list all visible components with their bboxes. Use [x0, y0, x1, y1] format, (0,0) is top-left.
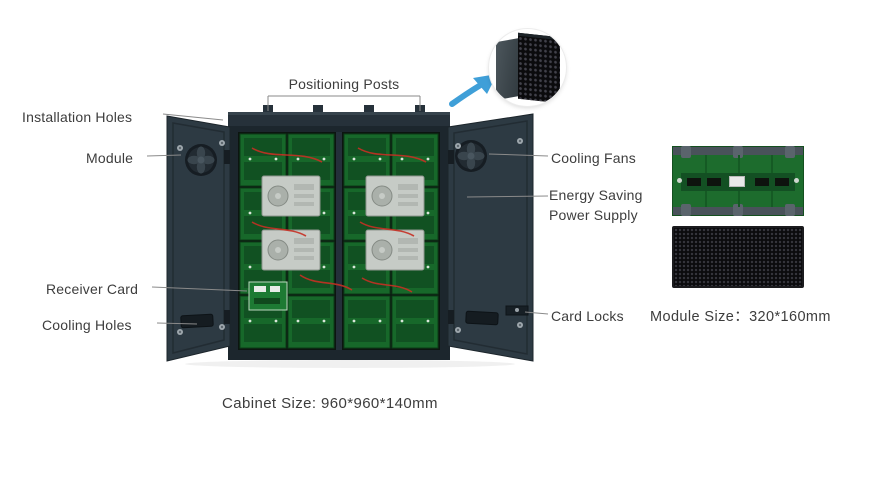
positioning-post — [313, 105, 323, 113]
cabinet-top-rail — [228, 112, 450, 128]
cooling-fan — [185, 144, 217, 176]
pcb-module — [391, 295, 439, 349]
power-supply — [365, 175, 425, 217]
hinge — [224, 150, 230, 164]
connector — [729, 176, 745, 187]
cabinet-side-panel — [496, 37, 520, 101]
module-front-view — [672, 226, 804, 288]
module-line — [146, 154, 182, 157]
power-supply — [261, 175, 321, 217]
label-energy-saving-line2: Power Supply — [549, 207, 638, 224]
leader-lines — [146, 95, 549, 325]
ic-chip — [755, 178, 769, 186]
bolt — [517, 322, 523, 328]
module-center-strip — [681, 173, 795, 191]
led-face-closeup — [518, 32, 560, 104]
hinge — [448, 310, 454, 324]
ic-chip — [687, 178, 701, 186]
ground-shadow — [185, 360, 515, 368]
pcb-module — [343, 295, 391, 349]
bolt — [177, 145, 183, 151]
frame-post — [733, 204, 743, 216]
cooling-holes-bracket — [180, 313, 214, 329]
installation-holes-line — [162, 113, 224, 121]
label-cooling-holes: Cooling Holes — [42, 317, 132, 333]
label-module: Module — [86, 150, 134, 166]
frame-post — [681, 204, 691, 216]
power-supply — [365, 229, 425, 271]
frame-post — [681, 146, 691, 158]
screw — [677, 178, 682, 183]
frame-post — [733, 146, 743, 158]
cooling-holes-line — [156, 322, 198, 325]
card-locks-line — [524, 311, 549, 315]
cabinet-size-caption: Cabinet Size: 960*960*140mm — [222, 395, 438, 412]
frame-post — [785, 146, 795, 158]
positioning-post — [364, 105, 374, 113]
pcb-module — [287, 295, 335, 349]
cooling-fans-line — [488, 153, 549, 157]
ic-chip — [775, 178, 789, 186]
bottom-bracket — [465, 310, 499, 326]
frame-post — [785, 204, 795, 216]
module-back-view — [672, 146, 804, 216]
label-positioning-posts: Positioning Posts — [288, 76, 400, 92]
receiver-card — [248, 281, 288, 311]
bolt — [455, 327, 461, 333]
ic-chip — [707, 178, 721, 186]
energy-saving-line — [466, 195, 549, 198]
power-supply — [261, 229, 321, 271]
bolt — [219, 324, 225, 330]
bolt — [517, 138, 523, 144]
cabinet-body — [228, 105, 450, 360]
hinge — [224, 310, 230, 324]
wiring — [251, 147, 427, 293]
label-receiver-card: Receiver Card — [46, 281, 139, 297]
card-lock — [505, 305, 529, 316]
label-installation-holes: Installation Holes — [22, 109, 133, 125]
bolt — [219, 140, 225, 146]
left-door — [166, 115, 231, 362]
right-door — [447, 113, 534, 362]
bolt — [177, 329, 183, 335]
label-card-locks: Card Locks — [551, 308, 624, 324]
corner-closeup-inset — [489, 29, 566, 106]
module-size-caption: Module Size：320*160mm — [650, 309, 831, 325]
label-energy-saving-line1: Energy Saving — [549, 187, 643, 203]
top-rail-highlight — [228, 112, 450, 115]
screw — [794, 178, 799, 183]
label-energy-saving-power-supply: Energy Saving Power Supply — [549, 185, 643, 226]
hinge — [448, 150, 454, 164]
label-cooling-fans: Cooling Fans — [551, 150, 636, 166]
bolt — [455, 143, 461, 149]
center-divider — [336, 132, 342, 350]
receiver-card-line — [151, 286, 248, 292]
